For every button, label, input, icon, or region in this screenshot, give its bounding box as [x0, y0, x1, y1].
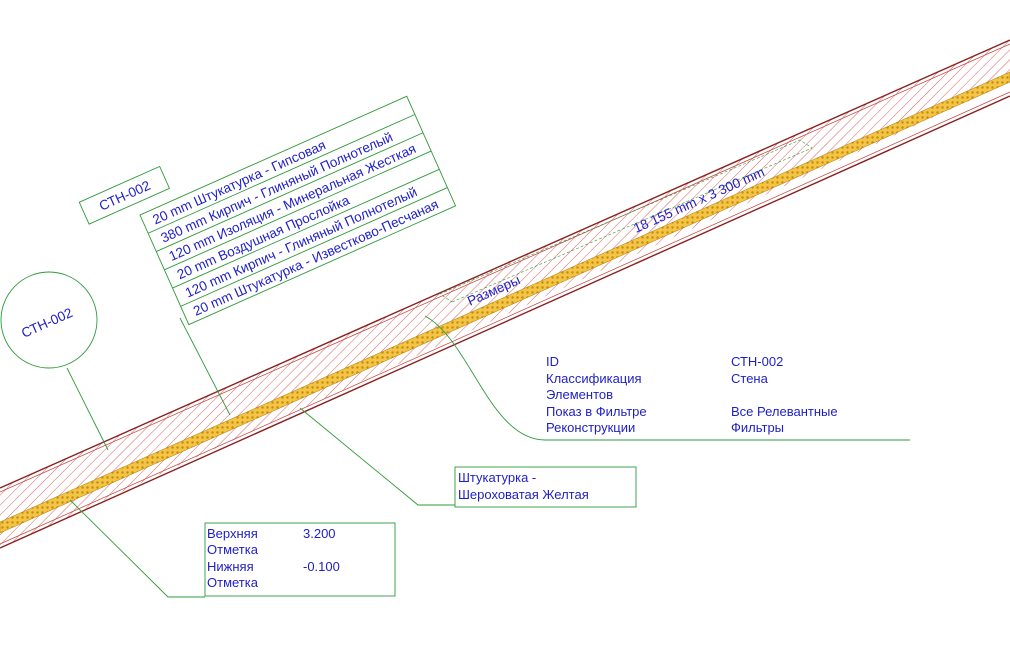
- wall-core-layer: [0, 71, 1010, 534]
- elev-bottom-value: -0.100: [303, 559, 340, 574]
- wall-hatch-fill: [0, 40, 1010, 548]
- id-tag-box: [78, 165, 171, 225]
- prop-filter-key-2: Реконструкции: [546, 420, 635, 435]
- marker-circle: [0, 271, 98, 369]
- leader-properties: [424, 315, 910, 441]
- layer-table[interactable]: 20 mm Штукатурка - Гипсовая 380 mm Кирпи…: [139, 95, 457, 326]
- wall-section[interactable]: [0, 39, 1010, 549]
- elev-bottom-key-2: Отметка: [207, 575, 259, 590]
- wall-outer-line-2: [0, 43, 1010, 493]
- leader-elevations: [69, 499, 205, 598]
- wall-inner-line: [0, 95, 1010, 549]
- leader-marker: [66, 367, 109, 451]
- prop-class-key: Классификация: [546, 371, 642, 386]
- leader-layers: [179, 317, 231, 416]
- layer-divider-5: [180, 187, 448, 307]
- layer-divider-3: [164, 150, 432, 271]
- wall-id-marker[interactable]: СТН-002: [0, 271, 98, 369]
- layer-divider-2: [156, 132, 424, 252]
- elev-top-key-2: Отметка: [207, 542, 259, 557]
- prop-filter-value-2: Фильтры: [731, 420, 784, 435]
- finish-box: [454, 466, 637, 508]
- elev-top-key: Верхняя: [207, 526, 258, 541]
- dimension-outline: [439, 139, 813, 303]
- elevation-label[interactable]: Верхняя Отметка 3.200 Нижняя Отметка -0.…: [204, 522, 396, 597]
- prop-filter-value: Все Релевантные: [731, 404, 838, 419]
- prop-class-value: Стена: [731, 371, 769, 386]
- finish-label[interactable]: Штукатурка - Шероховатая Желтая: [454, 466, 637, 508]
- wall-outer-line: [0, 39, 1010, 489]
- prop-id-key: ID: [546, 354, 559, 369]
- finish-line-2: Шероховатая Желтая: [458, 487, 589, 502]
- elev-bottom-key: Нижняя: [207, 559, 254, 574]
- finish-line-1: Штукатурка -: [458, 470, 536, 485]
- elevation-box: [204, 522, 396, 597]
- wall-inner-line-2: [0, 91, 1010, 545]
- prop-class-key-2: Элементов: [546, 387, 613, 402]
- layer-divider-1: [147, 114, 416, 234]
- elev-top-value: 3.200: [303, 526, 336, 541]
- leader-finish: [299, 407, 455, 506]
- prop-id-value: СТН-002: [731, 354, 783, 369]
- prop-filter-key: Показ в Фильтре: [546, 404, 647, 419]
- properties-block[interactable]: ID СТН-002 Классификация Элементов Стена…: [546, 354, 838, 435]
- layer-divider-4: [172, 168, 440, 289]
